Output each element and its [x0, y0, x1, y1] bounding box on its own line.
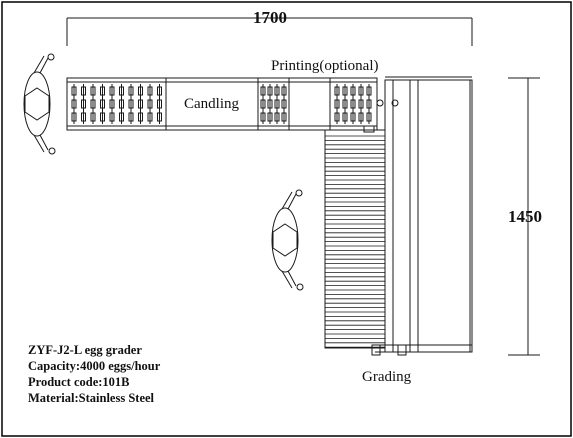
spec-product-code: Product code:101B: [28, 375, 130, 389]
grading-section-label: Grading: [362, 369, 412, 385]
roller-group-middle: [260, 84, 287, 124]
roller-group-right: [334, 84, 372, 124]
grading-unit: [324, 76, 473, 356]
grading-slats: [325, 135, 385, 348]
candling-conveyor: [66, 77, 378, 131]
roller-group-left: [71, 84, 162, 124]
height-dimension-line: [508, 77, 540, 356]
height-dimension-label: 1450: [508, 207, 542, 226]
operator-figure-left: [23, 53, 56, 155]
spec-model: ZYF-J2-L egg grader: [28, 343, 142, 357]
spec-material: Material:Stainless Steel: [28, 391, 155, 405]
printing-section-label: Printing(optional): [271, 58, 379, 74]
candling-section-label: Candling: [184, 96, 239, 112]
spec-capacity: Capacity:4000 eggs/hour: [28, 359, 161, 373]
operator-figure-middle: [271, 189, 304, 291]
width-dimension-line: [66, 17, 473, 46]
width-dimension-label: 1700: [253, 8, 287, 27]
